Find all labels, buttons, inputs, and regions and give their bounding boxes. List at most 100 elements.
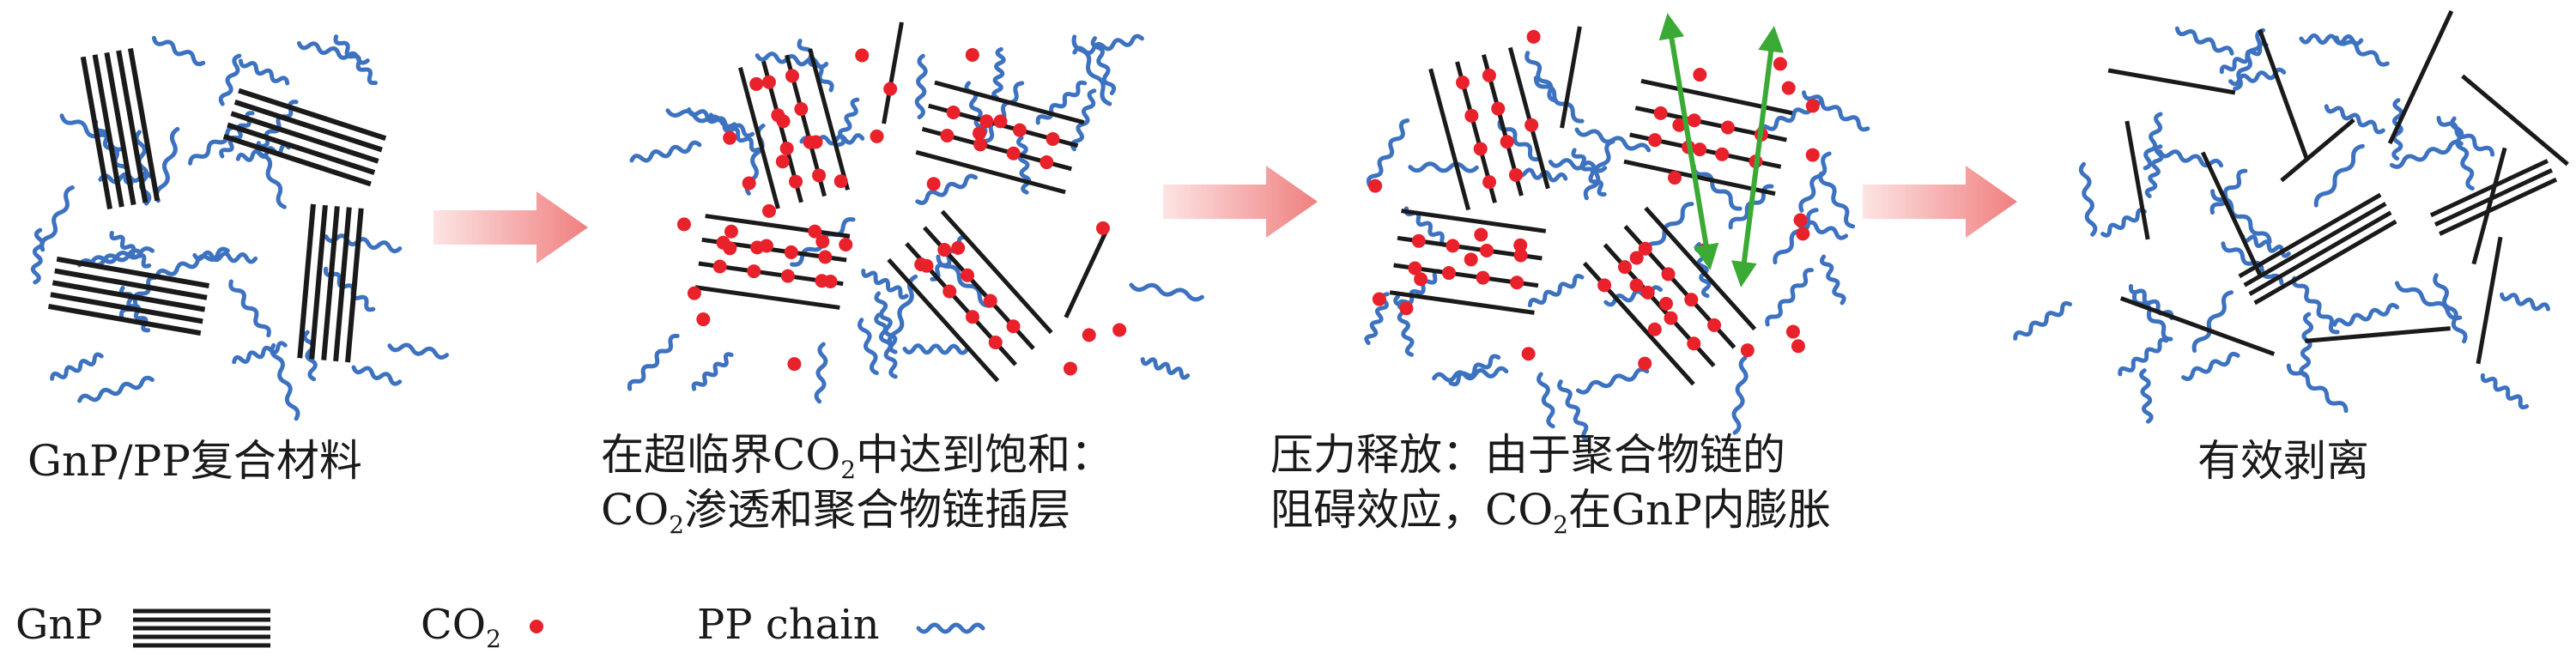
- pp-chain: [2395, 281, 2463, 321]
- process-arrow: [433, 191, 588, 263]
- caption-line: CO2渗透和聚合物链插层: [601, 485, 1071, 539]
- co2-molecule: [1617, 260, 1632, 275]
- co2-molecule: [1510, 275, 1524, 290]
- pp-chain: [1515, 167, 1568, 183]
- pp-chain: [2313, 143, 2365, 208]
- pp-chain: [915, 173, 978, 205]
- co2-molecule: [687, 286, 701, 300]
- pp-chain: [1448, 354, 1501, 387]
- co2-molecule: [1791, 339, 1805, 354]
- caption-stage-4: 有效剥离: [2197, 433, 2369, 488]
- gnp-sheet: [309, 204, 328, 360]
- pp-chain: [1571, 148, 1607, 197]
- co2-molecule: [1456, 76, 1470, 90]
- gnp-sheet: [882, 21, 904, 124]
- co2-molecule: [1661, 267, 1676, 282]
- pp-chain: [2324, 104, 2385, 135]
- co2-molecule: [1796, 227, 1810, 241]
- pp-chain: [39, 185, 75, 252]
- pp-chain: [2157, 149, 2224, 168]
- gnp-stack: [2280, 118, 2355, 183]
- gnp-sheet: [2387, 9, 2454, 145]
- co2-molecule: [1647, 322, 1662, 336]
- gnp-sheet: [2305, 326, 2451, 343]
- pp-chain: [188, 125, 239, 166]
- pp-chain: [874, 312, 898, 379]
- co2-molecule: [530, 620, 543, 633]
- expansion-arrow: [1731, 26, 1784, 288]
- pp-chain: [1432, 366, 1509, 383]
- co2-molecule: [855, 48, 870, 63]
- gnp-sheet: [2476, 236, 2503, 365]
- pp-chain: [2143, 112, 2163, 171]
- co2-molecule: [1368, 179, 1383, 193]
- co2-molecule: [965, 310, 979, 324]
- caption-stage-3: 压力释放：由于聚合物链的 阻碍效应，CO2在GnP内膨胀: [1270, 427, 1831, 537]
- pp-chain: [1819, 254, 1846, 306]
- caption-line: 阻碍效应，CO2在GnP内膨胀: [1270, 485, 1831, 539]
- co2-molecule: [1508, 167, 1523, 182]
- gnp-sheet: [2471, 147, 2507, 265]
- pp-chain: [90, 245, 155, 264]
- gnp-sheet: [2107, 68, 2236, 95]
- pp-chain: [2118, 337, 2169, 377]
- co2-molecule: [1629, 251, 1644, 265]
- gnp-stack: [2200, 151, 2264, 278]
- pp-chain: [1140, 357, 1191, 380]
- gnp-sheet: [2258, 28, 2309, 160]
- gnp-sheet: [2434, 168, 2554, 227]
- co2-molecule: [1464, 252, 1478, 267]
- pp-chain: [1731, 355, 1749, 435]
- co2-molecule: [1521, 347, 1536, 361]
- co2-molecule: [1707, 318, 1722, 332]
- pp-chain: [1533, 76, 1585, 124]
- co2-molecule: [780, 269, 795, 283]
- co2-molecule: [979, 114, 994, 129]
- pp-chain: [218, 53, 242, 106]
- co2-molecule: [1785, 324, 1800, 339]
- pp-chain: [1583, 139, 1615, 201]
- gnp-sheet: [92, 54, 124, 208]
- gnp-sheet: [56, 256, 210, 289]
- co2-molecule: [696, 312, 711, 327]
- legend-label-co2: CO2: [421, 601, 501, 653]
- co2-molecule: [983, 294, 997, 308]
- gnp-stack: [2476, 236, 2503, 365]
- co2-molecule: [803, 135, 817, 149]
- gnp-sheet: [2124, 120, 2150, 240]
- pp-chain: [1129, 282, 1204, 302]
- co2-molecule: [742, 176, 756, 191]
- co2-molecule: [951, 240, 966, 255]
- gnp-sheet: [2243, 202, 2387, 288]
- co2-molecule: [1805, 148, 1820, 162]
- pp-chain: [351, 365, 403, 386]
- pp-chain: [2389, 139, 2464, 169]
- co2-molecule: [1006, 319, 1021, 334]
- legend-label-gnp: GnP: [15, 601, 103, 649]
- gnp-sheet: [230, 111, 379, 164]
- co2-molecule: [1693, 68, 1707, 82]
- gnp-sheet: [1428, 68, 1471, 211]
- pp-chain: [1557, 379, 1591, 443]
- co2-molecule: [762, 203, 777, 218]
- gnp-stack: [47, 256, 210, 336]
- pp-chain: [1576, 366, 1650, 395]
- pp-chain: [2144, 144, 2164, 198]
- caption-line: 有效剥离: [2197, 436, 2369, 486]
- gnp-stack: [2471, 147, 2507, 265]
- gnp-sheet: [2280, 118, 2355, 183]
- pp-chain: [2139, 368, 2154, 424]
- gnp-sheet: [222, 133, 372, 187]
- gnp-sheet: [2119, 296, 2276, 356]
- gnp-sheet: [52, 280, 206, 312]
- co2-molecule: [1473, 142, 1488, 156]
- co2-molecule: [1715, 147, 1730, 161]
- gnp-sheet: [1389, 290, 1535, 315]
- gnp-sheet: [1560, 26, 1582, 129]
- pp-chain: [2500, 292, 2550, 312]
- pp-chain: [2299, 33, 2364, 46]
- pp-chain: [916, 622, 985, 634]
- gnp-sheet: [1507, 46, 1550, 190]
- gnp-stack: [2107, 68, 2236, 95]
- co2-molecule: [993, 114, 1008, 129]
